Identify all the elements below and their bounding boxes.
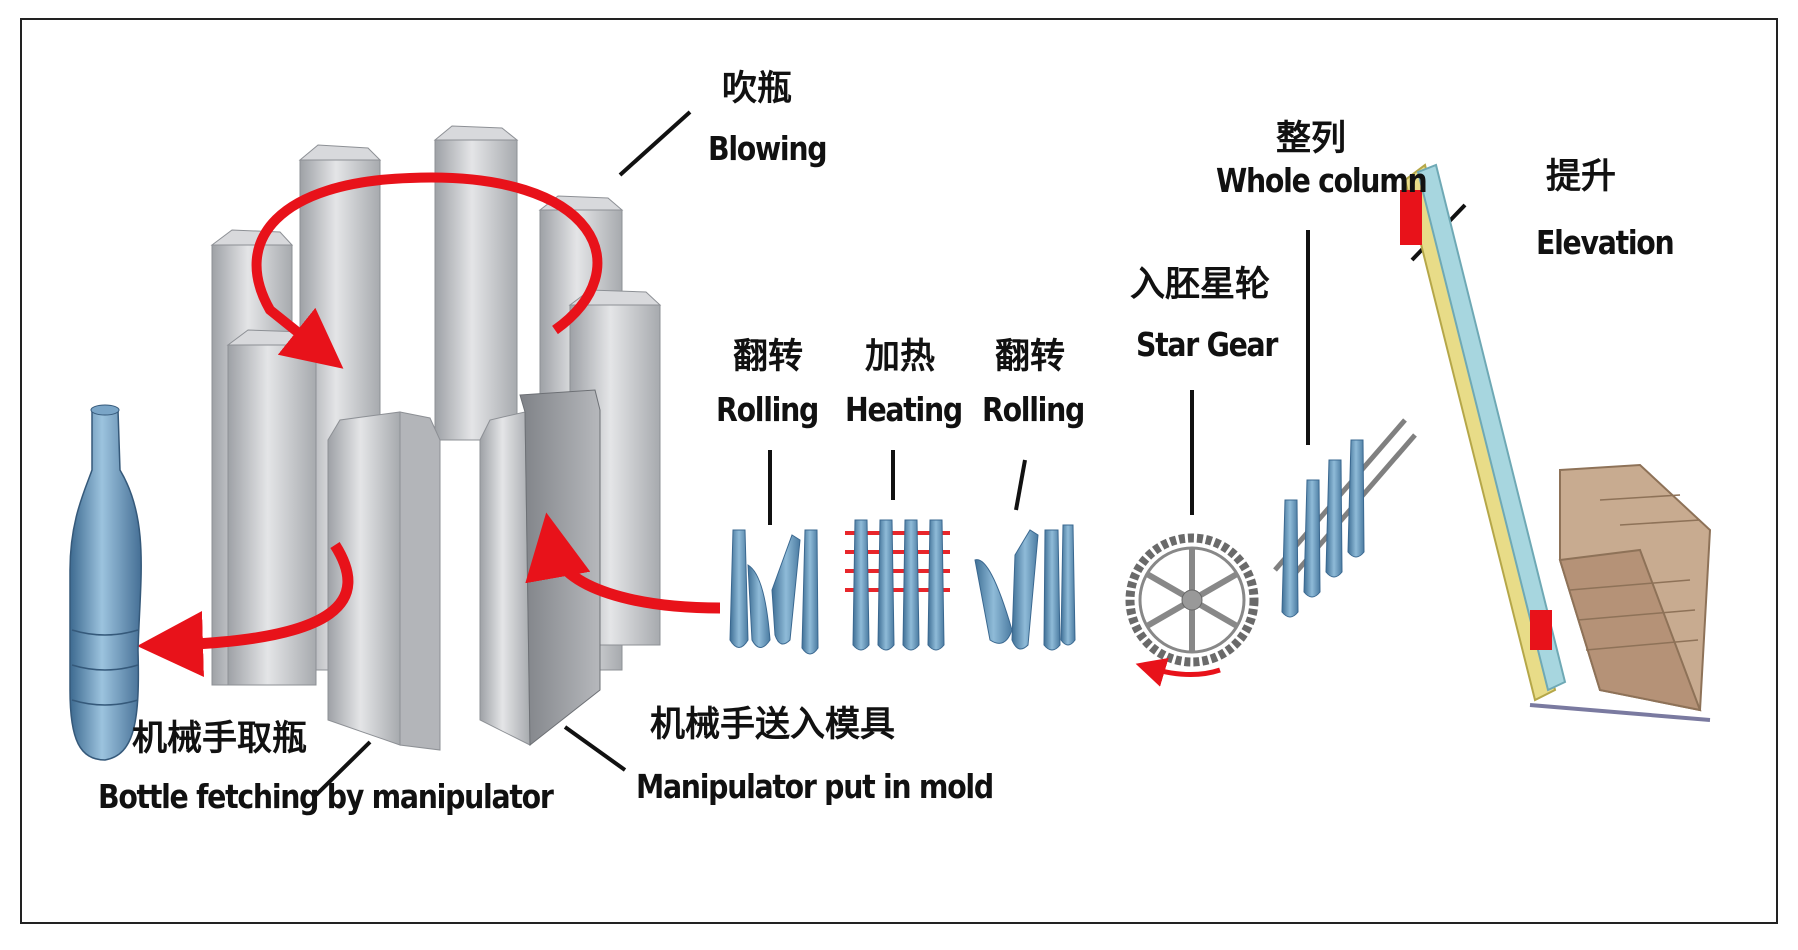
blowing-label-cn: 吹瓶 [722,69,793,109]
heating-label-cn: 加热 [865,337,936,377]
rolling-preforms-2 [974,524,1076,651]
blowing-label-en: Blowing [708,129,828,168]
rolling2-label-cn: 翻转 [995,337,1066,377]
manipulator-put-label-en: Manipulator put in mold [636,767,994,806]
rolling1-label-en: Rolling [716,390,819,429]
bottle-fetch-leader [314,740,372,797]
blow-mold-carousel [137,125,721,751]
alignment-rails [1273,418,1417,618]
bottle-fetching-label-cn: 机械手取瓶 [132,719,308,759]
heating-label-en: Heating [845,390,963,429]
leader-lines [314,110,1467,797]
bottle-fetching-label-en: Bottle fetching by manipulator [98,777,554,816]
rotation-arrow [251,172,603,369]
mold-front-1 [327,411,441,751]
whole-column-label-cn: 整列 [1276,119,1347,159]
whole-column-label-en: Whole column [1216,161,1428,200]
blowing-leader [618,110,692,177]
eject-arrow [137,542,354,678]
manipulator-leader [563,725,627,772]
star-gear-label-cn: 入胚星轮 [1130,265,1271,305]
preform-hopper [1529,463,1712,722]
gear-rotation-arrow [1135,657,1221,687]
heating-station [845,519,950,651]
rolling1-label-cn: 翻转 [733,337,804,377]
elevator-conveyor [1400,163,1567,702]
manipulator-put-label-cn: 机械手送入模具 [650,705,896,745]
mold-front-2 [479,389,601,747]
rolling-preforms-1 [729,529,819,655]
elevation-label-en: Elevation [1536,223,1675,262]
star-gear-label-en: Star Gear [1136,325,1278,364]
feed-arrow [525,512,721,614]
elevation-label-cn: 提升 [1546,157,1617,197]
finished-bottle-icon [69,404,142,761]
rolling2-label-en: Rolling [982,390,1085,429]
rolling2-leader [1014,459,1027,511]
star-gear-icon [1125,533,1259,687]
mold-back-3 [433,125,519,441]
